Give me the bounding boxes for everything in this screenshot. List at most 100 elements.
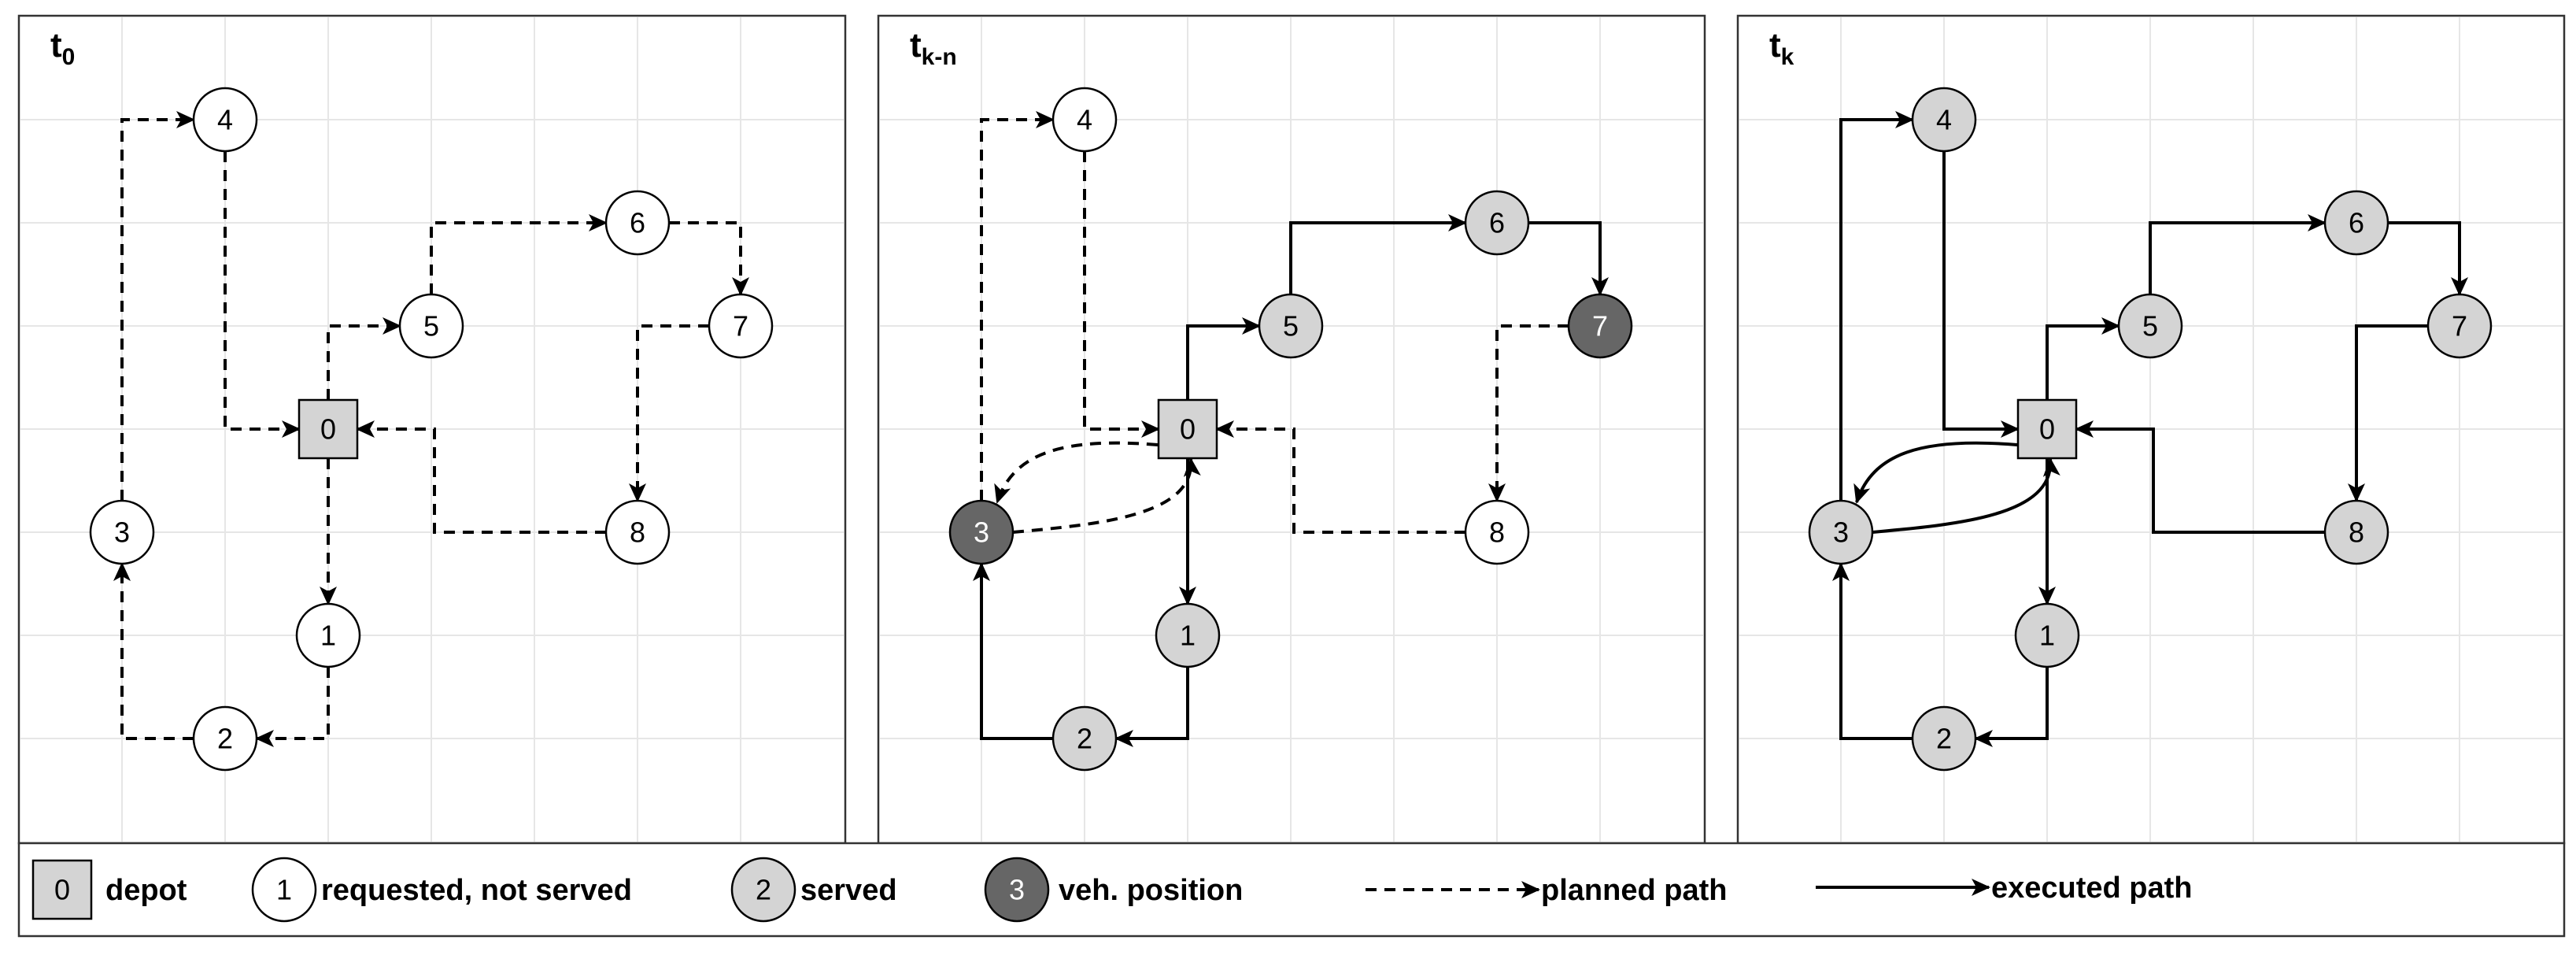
edge-5-to-6-executed	[2149, 214, 2327, 294]
node-label: 8	[630, 516, 645, 549]
node-circle	[192, 87, 258, 153]
node-3: 3	[89, 499, 155, 565]
node-circle	[1464, 190, 1530, 256]
node-circle	[1155, 602, 1221, 668]
edge-7-to-8-executed	[2348, 324, 2428, 502]
node-circle	[1258, 293, 1324, 359]
panel-title: t0	[50, 26, 75, 70]
node-circle	[192, 705, 258, 772]
edge-3-to-4-executed	[1839, 111, 1914, 501]
node-3: 3	[1808, 499, 1874, 565]
edge-3-to-0-executed	[1872, 457, 2060, 534]
node-circle	[1051, 705, 1118, 772]
legend-unserved-swatch	[251, 857, 317, 923]
edge-4-to-0-executed	[1942, 151, 2020, 438]
node-3: 3	[948, 499, 1015, 565]
node-circle	[708, 293, 774, 359]
node-4: 4	[1911, 87, 1977, 153]
depot-shape	[1157, 398, 1218, 460]
panel-title-subscript: k	[1781, 44, 1794, 70]
node-circle	[1051, 87, 1118, 153]
edge-6-to-7-executed	[2388, 221, 2468, 296]
edge-2-to-3-planned	[113, 562, 194, 740]
panel-title-main: t	[910, 26, 922, 65]
edge-2-to-3-executed	[973, 562, 1053, 740]
legend-item-executed: executed path	[1816, 872, 2193, 905]
node-8: 8	[1464, 499, 1530, 565]
node-label: 1	[320, 620, 336, 652]
edge-1-to-2-executed	[1114, 667, 1189, 747]
node-6: 6	[2323, 190, 2389, 256]
node-label: 5	[2142, 310, 2158, 342]
node-label: 0	[2039, 413, 2055, 446]
node-circle	[2014, 602, 2080, 668]
node-circle	[2426, 293, 2493, 359]
panel-1: t0 0 1 2 3 4 5 6 7 8	[17, 14, 847, 845]
node-label: 6	[2349, 207, 2364, 239]
node-5: 5	[398, 293, 464, 359]
legend-item-depot: 0 depot	[31, 859, 187, 920]
edge-8-to-0-planned	[1215, 420, 1465, 534]
node-label: 6	[630, 207, 645, 239]
node-circle	[604, 190, 671, 256]
legend-vehicle-swatch	[984, 857, 1050, 923]
edge-6-to-7-planned	[669, 221, 749, 296]
legend-served-swatch	[730, 857, 796, 923]
legend-unserved-label: requested, not served	[321, 874, 632, 907]
edge-1-to-2-planned	[255, 667, 330, 747]
node-label: 8	[1489, 516, 1505, 549]
node-8: 8	[2323, 499, 2389, 565]
node-5: 5	[1258, 293, 1324, 359]
node-7: 7	[708, 293, 774, 359]
panel-title: tk-n	[910, 26, 957, 70]
node-label: 0	[320, 413, 336, 446]
node-label: 4	[217, 104, 233, 136]
node-4: 4	[192, 87, 258, 153]
node-circle	[1567, 293, 1633, 359]
edge-5-to-6-planned	[430, 214, 608, 294]
edge-8-to-0-planned	[356, 420, 606, 534]
node-label: 4	[1936, 104, 1952, 136]
node-7: 7	[1567, 293, 1633, 359]
node-circle	[1808, 499, 1874, 565]
node-label: 3	[114, 516, 130, 549]
node-circle	[2117, 293, 2183, 359]
node-1: 1	[2014, 602, 2080, 668]
node-label: 2	[1077, 723, 1092, 755]
edge-3-to-0-planned	[1012, 457, 1201, 534]
edge-2-to-3-executed	[1832, 562, 1913, 740]
node-label: 7	[1592, 310, 1608, 342]
node-circle	[398, 293, 464, 359]
edge-4-to-0-planned	[224, 151, 301, 438]
node-1: 1	[1155, 602, 1221, 668]
depot-shape	[298, 398, 359, 460]
node-7: 7	[2426, 293, 2493, 359]
node-label: 8	[2349, 516, 2364, 549]
node-2: 2	[192, 705, 258, 772]
node-label: 2	[217, 723, 233, 755]
node-label: 2	[1936, 723, 1952, 755]
node-circle	[2323, 499, 2389, 565]
edge-0-to-3-executed	[1853, 441, 2018, 504]
legend-served-symbol: 2	[756, 874, 771, 906]
legend: 0 depot 1 requested, not served 2 served…	[17, 842, 2566, 938]
edge-7-to-8-planned	[1488, 324, 1569, 502]
node-circle	[295, 602, 361, 668]
edge-7-to-8-planned	[629, 324, 709, 502]
node-label: 1	[2039, 620, 2055, 652]
panel-title: tk	[1769, 26, 1794, 70]
legend-vehicle-label: veh. position	[1059, 874, 1243, 907]
legend-vehicle-symbol: 3	[1009, 874, 1025, 906]
node-4: 4	[1051, 87, 1118, 153]
legend-depot-symbol: 0	[54, 874, 70, 906]
legend-item-planned: planned path	[1366, 874, 1727, 907]
node-6: 6	[1464, 190, 1530, 256]
panel-title-subscript: k-n	[922, 44, 957, 70]
node-circle	[1464, 499, 1530, 565]
panel-title-main: t	[1769, 26, 1781, 65]
node-label: 1	[1180, 620, 1196, 652]
node-1: 1	[295, 602, 361, 668]
